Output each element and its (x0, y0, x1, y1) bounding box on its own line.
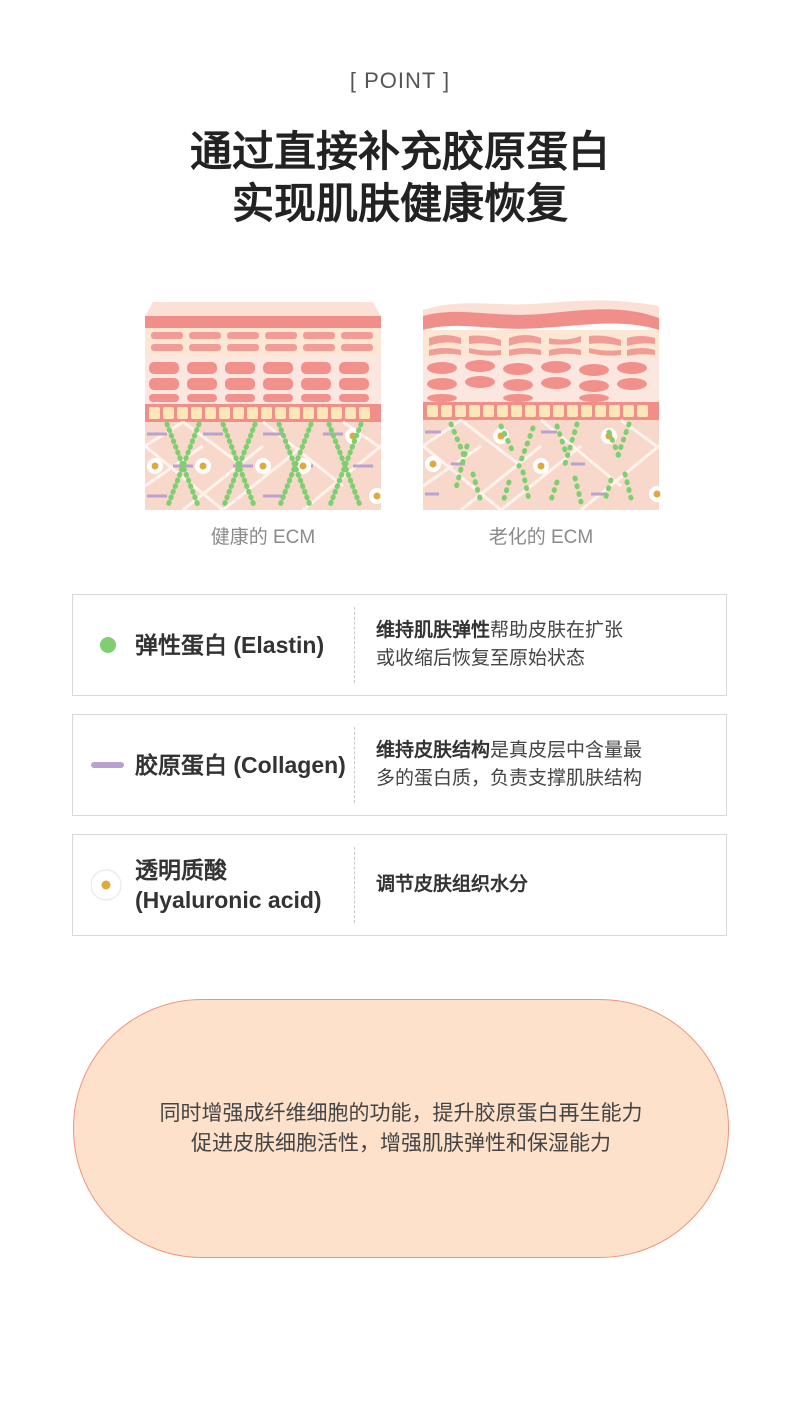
summary-line-2: 促进皮肤细胞活性，增强肌肤弹性和保湿能力 (191, 1131, 611, 1155)
point-label: [ POINT ] (349, 68, 451, 93)
legend-desc-text: 或收缩后恢复至原始状态 (376, 648, 586, 669)
legend-desc-text: 是真皮层中含量最 (490, 740, 643, 761)
legend-desc-text: 帮助皮肤在扩张 (490, 620, 624, 641)
legend-row-hyaluronic: 透明质酸 (Hyaluronic acid) 调节皮肤组织水分 (72, 834, 727, 936)
legend-name-line: (Hyaluronic acid) (135, 887, 322, 913)
legend-row-elastin: 弹性蛋白 (Elastin) 维持肌肤弹性帮助皮肤在扩张 或收缩后恢复至原始状态 (72, 594, 727, 696)
legend-desc-hyaluronic: 调节皮肤组织水分 (376, 835, 676, 935)
legend-desc-elastin: 维持肌肤弹性帮助皮肤在扩张 或收缩后恢复至原始状态 (376, 595, 676, 695)
hyaluronic-dot-icon (91, 869, 122, 901)
legend-desc-collagen: 维持皮肤结构是真皮层中含量最 多的蛋白质，负责支撑肌肤结构 (376, 715, 676, 815)
page-title: 通过直接补充胶原蛋白 实现肌肤健康恢复 (0, 126, 800, 230)
legend-name-line: 透明质酸 (135, 857, 227, 883)
legend-row-collagen: 胶原蛋白 (Collagen) 维持皮肤结构是真皮层中含量最 多的蛋白质，负责支… (72, 714, 727, 816)
legend-divider (354, 847, 355, 923)
elastin-dot-icon (100, 637, 116, 653)
aged-ecm-illustration (422, 300, 661, 512)
collagen-line-icon (91, 762, 124, 768)
legend-desc-bold: 维持肌肤弹性 (376, 620, 491, 641)
legend-name-elastin: 弹性蛋白 (Elastin) (135, 632, 325, 658)
legend-divider (354, 727, 355, 803)
healthy-ecm-illustration (144, 302, 383, 512)
legend-desc-bold: 维持皮肤结构 (376, 740, 491, 761)
title-line-2: 实现肌肤健康恢复 (231, 180, 568, 227)
legend-divider (354, 607, 355, 683)
healthy-ecm-caption: 健康的 ECM (210, 527, 316, 548)
legend-desc-text: 多的蛋白质，负责支撑肌肤结构 (376, 768, 643, 789)
summary-pill: 同时增强成纤维细胞的功能，提升胶原蛋白再生能力 促进皮肤细胞活性，增强肌肤弹性和… (73, 999, 729, 1258)
legend-name-hyaluronic: 透明质酸 (Hyaluronic acid) (135, 835, 355, 935)
summary-line-1: 同时增强成纤维细胞的功能，提升胶原蛋白再生能力 (159, 1101, 643, 1125)
title-line-1: 通过直接补充胶原蛋白 (189, 128, 610, 175)
legend-desc-bold: 调节皮肤组织水分 (376, 874, 529, 895)
legend-name-collagen: 胶原蛋白 (Collagen) (135, 752, 346, 778)
aged-ecm-caption: 老化的 ECM (488, 527, 594, 548)
